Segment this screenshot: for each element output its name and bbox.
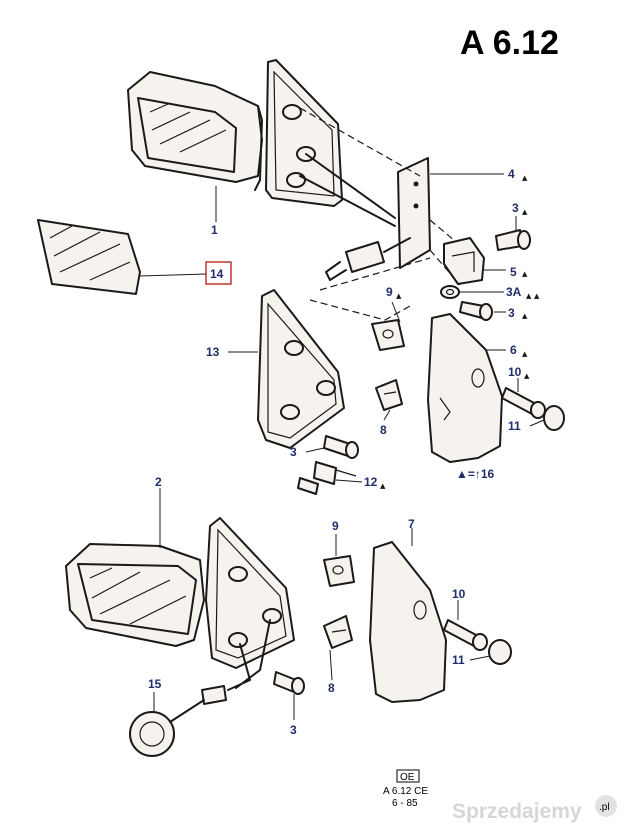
wire-connector bbox=[201, 685, 227, 705]
cap-upper bbox=[543, 405, 565, 431]
watermark-badge: .pl bbox=[599, 802, 610, 813]
bolt-lower bbox=[443, 619, 488, 651]
callout-6: 6 bbox=[510, 343, 517, 357]
connector-plug bbox=[297, 461, 357, 495]
mounting-plate-upper bbox=[265, 59, 343, 207]
svg-text:▲: ▲ bbox=[522, 312, 528, 320]
svg-text:▲: ▲ bbox=[534, 292, 540, 300]
watermark-badge-icon bbox=[595, 795, 617, 817]
callout-11-upper: 11 bbox=[508, 419, 521, 433]
callout-9-lower: 9 bbox=[332, 519, 339, 533]
svg-text:▲: ▲ bbox=[522, 270, 528, 278]
svg-text:▲: ▲ bbox=[526, 292, 532, 300]
callout-10-lower: 10 bbox=[452, 587, 466, 601]
callout-15: 15 bbox=[148, 677, 162, 691]
assembly-line bbox=[309, 257, 431, 321]
cover-lower bbox=[369, 541, 447, 703]
mirror-housing-lower bbox=[65, 543, 205, 647]
bracket-plate bbox=[397, 157, 431, 269]
clip-upper bbox=[443, 237, 485, 285]
bolt-upper bbox=[501, 387, 546, 419]
svg-text:▲: ▲ bbox=[380, 482, 386, 490]
svg-text:▲: ▲ bbox=[522, 174, 528, 182]
mirror-housing-upper bbox=[127, 71, 263, 191]
callout-16: ▲=↑16 bbox=[456, 467, 495, 481]
callout-4: 4 bbox=[508, 167, 515, 181]
callout-9-upper: 9 bbox=[386, 285, 393, 299]
callout-13: 13 bbox=[206, 345, 220, 359]
footer-code-block: OE A 6.12 CE 6 - 85 bbox=[383, 769, 428, 809]
highlight-box bbox=[205, 261, 232, 285]
callout-1: 1 bbox=[211, 223, 218, 237]
callout-7: 7 bbox=[408, 517, 415, 531]
callout-3-d: 3 bbox=[290, 723, 297, 737]
watermark-text: Sprzedajemy bbox=[452, 800, 582, 823]
footer-date: 6 - 85 bbox=[392, 798, 418, 809]
callout-8-upper: 8 bbox=[380, 423, 387, 437]
screw-upper-a bbox=[495, 229, 531, 251]
svg-text:▲: ▲ bbox=[524, 372, 530, 380]
cover-upper bbox=[427, 313, 503, 463]
callout-3-b: 3 bbox=[508, 306, 515, 320]
watermark: Sprzedajemy .pl bbox=[452, 795, 617, 823]
svg-text:▲: ▲ bbox=[522, 208, 528, 216]
callout-10-upper: 10 bbox=[508, 365, 522, 379]
screw-gasket bbox=[323, 435, 359, 459]
screw-upper-b bbox=[459, 301, 493, 321]
callout-3a: 3A bbox=[506, 285, 522, 299]
svg-text:▲: ▲ bbox=[396, 292, 402, 300]
callout-3-c: 3 bbox=[290, 445, 297, 459]
footer-box-label: OE bbox=[400, 772, 415, 783]
diagram-title: A 6.12 bbox=[460, 24, 559, 62]
callout-2: 2 bbox=[155, 475, 162, 489]
spring-clip-upper bbox=[375, 379, 403, 411]
clip-nut-upper bbox=[371, 319, 405, 351]
wiring-harness bbox=[227, 619, 271, 691]
spring-clip-lower bbox=[323, 615, 353, 649]
adjuster-knob bbox=[325, 237, 411, 281]
washer-upper bbox=[440, 285, 460, 299]
clip-nut-lower bbox=[323, 555, 355, 587]
callout-12: 12 bbox=[364, 475, 378, 489]
gasket-plate bbox=[257, 289, 345, 449]
adjuster-cable-upper bbox=[299, 153, 396, 227]
svg-text:▲: ▲ bbox=[522, 350, 528, 358]
callout-3-a: 3 bbox=[512, 201, 519, 215]
callout-8-lower: 8 bbox=[328, 681, 335, 695]
footer-code: A 6.12 CE bbox=[383, 786, 428, 797]
screw-lower bbox=[273, 671, 305, 695]
callout-14: 14 bbox=[210, 267, 224, 281]
mirror-glass bbox=[37, 219, 141, 295]
cap-lower bbox=[488, 639, 512, 665]
callout-11-lower: 11 bbox=[452, 653, 465, 667]
motor-unit bbox=[129, 699, 205, 757]
mounting-plate-lower bbox=[205, 517, 295, 669]
callout-5: 5 bbox=[510, 265, 517, 279]
callouts: 1 14 4 ▲ 3 ▲ 5 ▲ 3A ▲ ▲ 3 ▲ 9 ▲ 6 ▲ 13 1… bbox=[139, 167, 545, 737]
assembly-line bbox=[299, 107, 421, 177]
